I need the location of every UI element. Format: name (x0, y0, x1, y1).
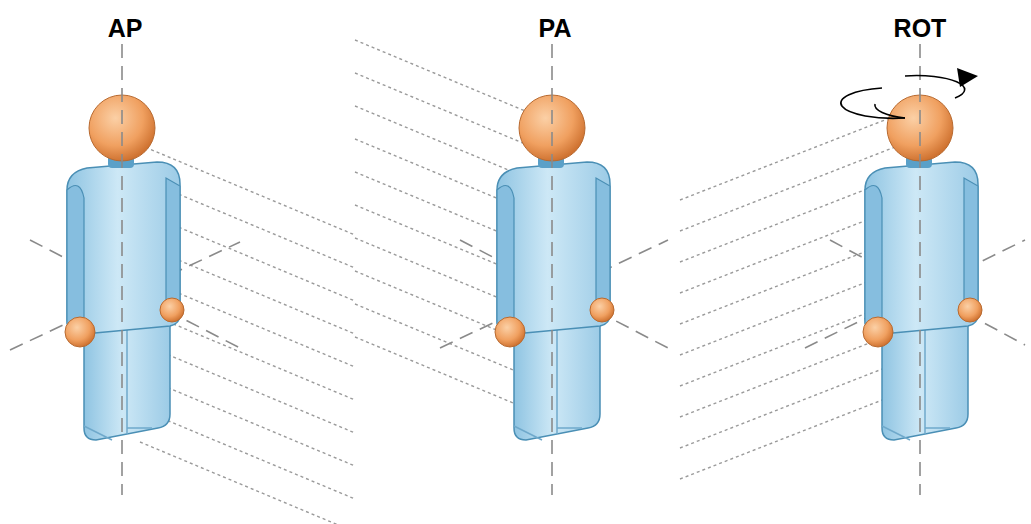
beam-line (680, 116, 895, 200)
beam-line (680, 333, 895, 417)
view-label: ROT (894, 14, 947, 43)
beam-line (355, 73, 530, 146)
view-label: AP (108, 14, 143, 43)
beam-line (140, 376, 355, 466)
beam-line (680, 240, 895, 324)
beam-line (680, 178, 895, 262)
beam-line (355, 337, 530, 410)
patient-figure (495, 95, 614, 440)
beam-line (140, 442, 355, 524)
beam-line (680, 209, 895, 293)
beam-line (140, 409, 355, 499)
patient-figure (65, 95, 184, 440)
beam-line (355, 40, 530, 113)
beam-line (680, 147, 895, 231)
patient-figure (863, 95, 982, 440)
beam-line (140, 343, 355, 433)
beam-line (680, 364, 895, 448)
beam-line (680, 395, 895, 479)
beam-line (680, 302, 895, 386)
beam-line (680, 271, 895, 355)
view-label: PA (539, 14, 572, 43)
beam-line (355, 106, 530, 179)
